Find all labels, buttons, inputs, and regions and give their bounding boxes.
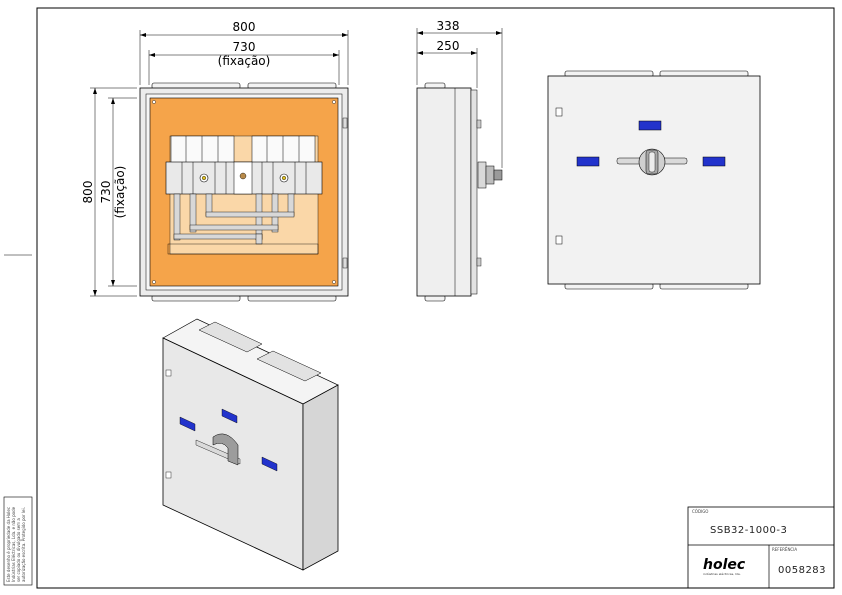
indicator-window-top xyxy=(638,120,662,131)
reference-value: 0058283 xyxy=(778,565,826,576)
iso-indicator-left xyxy=(179,416,196,432)
copyright-line-4: autorização escrita. Protegido por lei. xyxy=(21,507,26,582)
busbars xyxy=(173,193,295,245)
side-depth-body: 250 xyxy=(437,39,460,53)
front-width-fixing: 730 xyxy=(233,40,256,54)
copyright-line-1: Este desenho é propriedade da Holec xyxy=(6,507,11,582)
indicator-window-right xyxy=(702,156,726,167)
reference-label: REFERÊNCIA xyxy=(772,547,797,552)
closed-front-view xyxy=(547,70,761,290)
indicator-window-left xyxy=(576,156,600,167)
code-label: CÓDIGO xyxy=(692,509,708,514)
code-value: SSB32-1000-3 xyxy=(710,525,787,536)
brand-tagline: indústrias eléctricas, lda. xyxy=(703,572,741,576)
front-width-fixing-note: (fixação) xyxy=(218,54,271,68)
front-height-total: 800 xyxy=(81,181,95,204)
iso-handle-icon xyxy=(195,433,241,466)
side-view: 338 250 xyxy=(416,19,503,302)
brand-logo: holec xyxy=(703,557,746,573)
copyright-line-2: Indústrias Eléctricas, Lda. e não pode xyxy=(11,506,16,582)
front-height-fixing: 730 xyxy=(99,181,113,204)
side-depth-total: 338 xyxy=(437,19,460,33)
front-width-total: 800 xyxy=(233,20,256,34)
sheet-border xyxy=(36,7,835,589)
front-height-fixing-note: (fixação) xyxy=(113,166,127,219)
door-handle-icon xyxy=(616,148,688,176)
iso-indicator-top xyxy=(221,408,238,424)
copyright-line-3: ser copiado ou divulgado sem a xyxy=(16,518,21,582)
front-view: 800 730 (fixação) 800 730 (fixação) xyxy=(81,20,349,302)
isometric-view xyxy=(162,318,339,571)
title-block: CÓDIGO SSB32-1000-3 holec indústrias elé… xyxy=(687,506,835,589)
side-handle xyxy=(477,161,503,189)
iso-indicator-right xyxy=(261,456,278,472)
copyright-box: Este desenho é propriedade da Holec Indú… xyxy=(3,254,33,586)
changeover-switch xyxy=(165,135,323,195)
